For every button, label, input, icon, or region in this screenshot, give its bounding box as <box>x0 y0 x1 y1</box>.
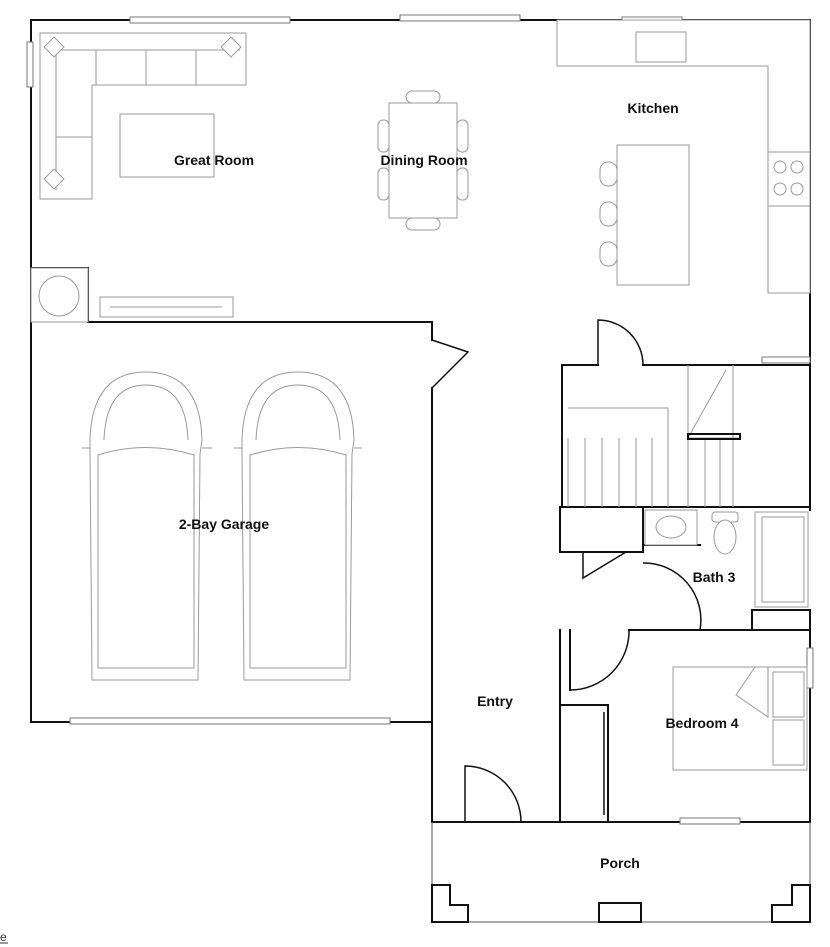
sink <box>655 515 687 539</box>
stair-treads <box>567 365 740 507</box>
burner <box>790 182 804 196</box>
doors <box>431 319 702 823</box>
front-door-swing <box>464 765 522 823</box>
burner <box>773 160 787 174</box>
bath-fixtures <box>644 509 809 608</box>
room-label-bedroom: Bedroom 4 <box>665 715 738 731</box>
car-windshield <box>97 384 195 669</box>
stair-door-swing <box>597 319 644 366</box>
bedroom-furniture <box>672 666 808 771</box>
car-windshield <box>249 384 347 669</box>
room-label-bath: Bath 3 <box>693 569 736 585</box>
dining-chair <box>405 90 441 104</box>
footer-fragment: e <box>0 930 7 944</box>
porch <box>431 822 811 923</box>
window <box>26 41 34 88</box>
bar-stool <box>599 201 618 227</box>
porch-column <box>431 884 469 923</box>
stair-wall <box>561 364 811 508</box>
pillow <box>43 36 65 58</box>
closet-door-swing <box>582 551 627 580</box>
car <box>241 371 355 681</box>
kitchen-counter <box>556 19 811 294</box>
cooktop <box>767 151 811 207</box>
window <box>761 356 811 364</box>
kitchen-fixtures <box>556 19 811 294</box>
bathtub-basin <box>761 516 805 603</box>
room-label-entry: Entry <box>477 693 513 709</box>
kitchen-sink <box>635 31 687 63</box>
window <box>806 647 814 689</box>
burner <box>773 182 787 196</box>
coffee-table <box>119 113 215 178</box>
pillow <box>772 719 805 766</box>
garage-door-swing <box>431 339 470 389</box>
room-label-kitchen: Kitchen <box>627 100 678 116</box>
window <box>679 817 741 825</box>
room-label-dining-room: Dining Room <box>380 152 467 168</box>
pillow <box>220 36 242 58</box>
sofa-cushions <box>55 49 240 190</box>
car <box>89 371 203 681</box>
dining-chair <box>405 217 441 231</box>
window <box>129 16 291 24</box>
porch-column <box>771 884 811 923</box>
porch-outline <box>431 822 811 923</box>
window <box>69 717 391 725</box>
toilet-bowl <box>713 519 737 555</box>
entry-wall <box>559 629 644 823</box>
bedroom-door-swing <box>569 629 630 691</box>
water-heater-tank <box>38 275 80 317</box>
dining-furniture <box>377 90 469 231</box>
windows <box>26 14 814 825</box>
pillow <box>772 671 805 718</box>
bar-stool <box>599 241 618 267</box>
garage-cars <box>82 371 362 681</box>
great-room-furniture <box>30 32 247 323</box>
sectional-sofa <box>39 32 247 200</box>
window <box>399 14 521 22</box>
stairs <box>567 365 741 507</box>
dining-chair <box>377 167 390 201</box>
dining-table <box>388 102 458 219</box>
kitchen-island <box>616 144 690 286</box>
stair-rail <box>687 433 741 440</box>
room-label-garage: 2-Bay Garage <box>179 516 269 532</box>
burner <box>790 160 804 174</box>
porch-column <box>598 902 642 923</box>
room-label-great-room: Great Room <box>174 152 254 168</box>
bath-door-swing <box>642 562 702 631</box>
pillow <box>43 168 65 190</box>
bed-sheet-fold <box>735 666 769 718</box>
bar-stool <box>599 161 618 187</box>
dining-chair <box>456 167 469 201</box>
dining-chair <box>377 119 390 153</box>
room-label-porch: Porch <box>600 855 640 871</box>
room-labels: Great Room Dining Room Kitchen 2-Bay Gar… <box>174 100 739 871</box>
dining-chair <box>456 119 469 153</box>
